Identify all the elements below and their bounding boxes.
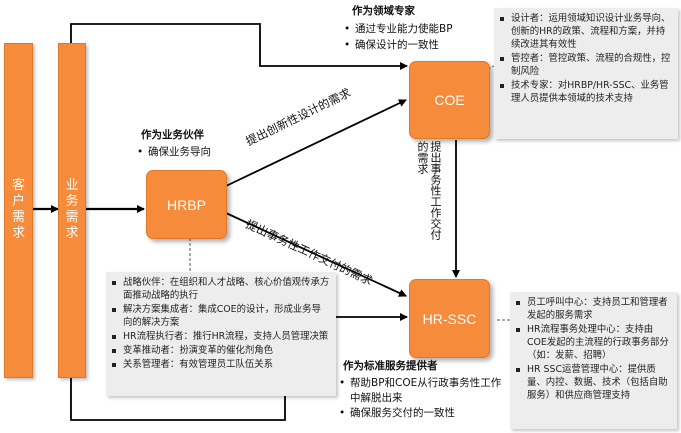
coe-panel-item: 技术专家：对HRBP/HR-SSC、业务管理人员提供本领域的技术支持 bbox=[500, 79, 672, 105]
hrbp-node: HRBP bbox=[146, 170, 227, 239]
hrbp-panel-item: 解决方案集成者：集成COE的设计，形成业务导向的解决方案 bbox=[112, 303, 330, 329]
arrow-label-transaction-coe-text: 提出事务性工作交付的需求 bbox=[416, 141, 442, 240]
expert-role-item: 通过专业能力使能BP bbox=[343, 21, 503, 37]
ssc-panel-item: HR流程事务处理中心：支持由COE发起的主流程的行政事务部分（如：发薪、招聘） bbox=[516, 323, 671, 362]
customer-demand-label: 客户需求 bbox=[12, 178, 26, 241]
expert-role-item: 确保设计的一致性 bbox=[343, 37, 503, 53]
hrbp-panel-item: 战略伙伴：在组织和人才战略、核心价值观传承方面推动战略的执行 bbox=[112, 276, 330, 302]
hrbp-node-label: HRBP bbox=[167, 196, 206, 213]
hrbp-panel-item: 变革推动者：扮演变革的催化剂角色 bbox=[112, 344, 330, 357]
provider-role-item: 帮助BP和COE从行政事务性工作中解脱出来 bbox=[338, 376, 503, 406]
provider-role-title: 作为标准服务提供者 bbox=[343, 360, 438, 372]
customer-demand-bar: 客户需求 bbox=[4, 43, 33, 378]
partner-role-title: 作为业务伙伴 bbox=[141, 129, 204, 141]
coe-node: COE bbox=[409, 61, 490, 139]
coe-panel-item: 管控者：管控政策、流程的合规性，控制风险 bbox=[500, 52, 672, 78]
provider-role-list: 帮助BP和COE从行政事务性工作中解脱出来 确保服务交付的一致性 bbox=[338, 376, 503, 421]
coe-info-panel: 设计者：运用领域知识设计业务导向、创新的HR的政策、流程和方案，并持续改进其有效… bbox=[494, 8, 678, 139]
expert-role-list: 通过专业能力使能BP 确保设计的一致性 bbox=[343, 21, 503, 53]
hrbp-panel-item: HR流程执行者：推行HR流程，支持人员管理决策 bbox=[112, 330, 330, 343]
leader-line-coe-panel bbox=[469, 65, 495, 79]
partner-role-list: 确保业务导向 bbox=[136, 144, 276, 160]
hrbp-info-panel: 战略伙伴：在组织和人才战略、核心价值观传承方面推动战略的执行 解决方案集成者：集… bbox=[106, 272, 336, 396]
partner-role-item: 确保业务导向 bbox=[136, 144, 276, 160]
hrbp-panel-item: 关系管理者：有效管理员工队伍关系 bbox=[112, 358, 330, 371]
business-demand-label: 业务需求 bbox=[65, 178, 79, 241]
expert-role-title: 作为领域专家 bbox=[352, 5, 415, 17]
hrssc-node: HR-SSC bbox=[409, 279, 490, 358]
arrow-hrbp-to-coe bbox=[225, 99, 407, 187]
provider-role: 作为标准服务提供者 帮助BP和COE从行政事务性工作中解脱出来 确保服务交付的一… bbox=[338, 359, 503, 421]
provider-role-item: 确保服务交付的一致性 bbox=[338, 406, 503, 421]
arrow-hrbp-to-ssc bbox=[225, 212, 407, 297]
ssc-info-panel: 员工呼叫中心：支持员工和管理者发起的服务需求 HR流程事务处理中心：支持由COE… bbox=[510, 292, 677, 429]
ssc-panel-item: HR SSC运营管理中心：提供质量、内控、数据、技术（包括自助服务）和供应商管理… bbox=[516, 363, 671, 402]
partner-role: 作为业务伙伴 确保业务导向 bbox=[136, 128, 276, 160]
hrssc-node-label: HR-SSC bbox=[422, 310, 477, 327]
arrow-label-transaction-coe: 提出事务性工作交付的需求 bbox=[416, 141, 476, 271]
business-demand-bar: 业务需求 bbox=[58, 43, 86, 378]
ssc-panel-item: 员工呼叫中心：支持员工和管理者发起的服务需求 bbox=[516, 296, 671, 322]
coe-panel-item: 设计者：运用领域知识设计业务导向、创新的HR的政策、流程和方案，并持续改进其有效… bbox=[500, 12, 672, 51]
expert-role: 作为领域专家 通过专业能力使能BP 确保设计的一致性 bbox=[343, 4, 503, 53]
arrow-business-to-coe bbox=[70, 23, 408, 70]
coe-node-label: COE bbox=[434, 92, 465, 108]
